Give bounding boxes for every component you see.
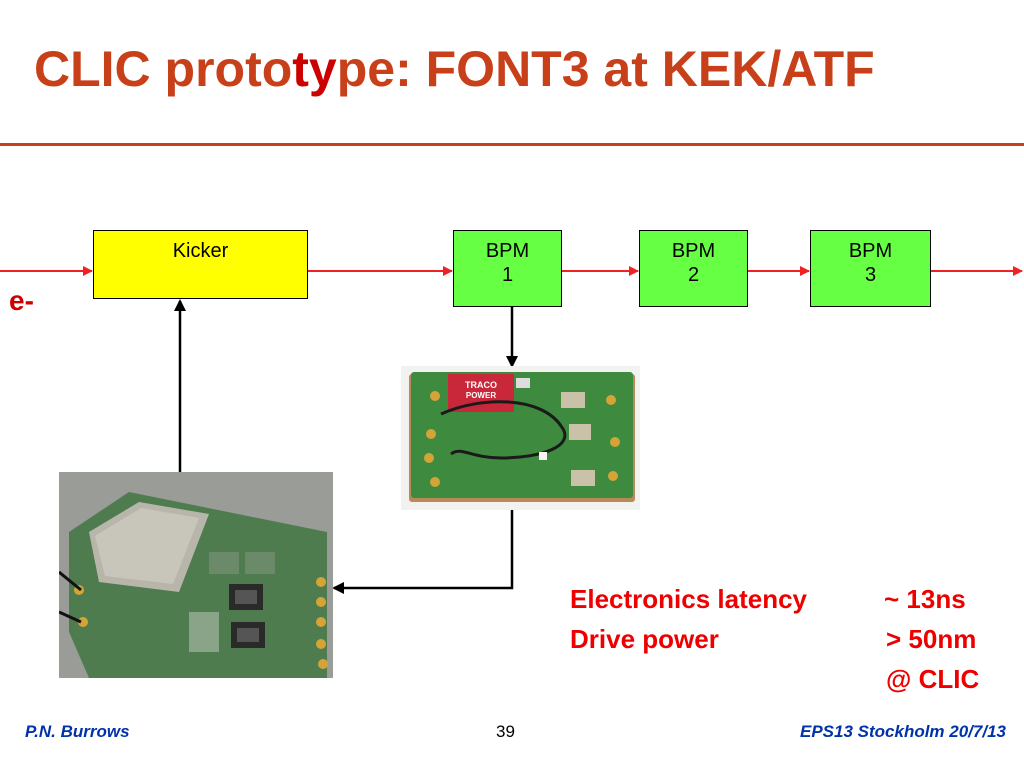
drive-power-value: > 50nm bbox=[886, 624, 977, 654]
title-suffix: pe: FONT3 at KEK/ATF bbox=[336, 41, 875, 97]
bpm2-number: 2 bbox=[687, 264, 700, 286]
board-brand-line1: TRACO bbox=[465, 380, 497, 390]
bpm-processor-board-photo: TRACO POWER bbox=[401, 366, 640, 510]
bpm1-box: BPM 1 bbox=[453, 230, 562, 307]
bpm2-label: BPM bbox=[671, 240, 716, 262]
latency-label: Electronics latency bbox=[570, 584, 807, 614]
footer-author: P.N. Burrows bbox=[25, 722, 130, 741]
slide-title: CLIC prototype: FONT3 at KEK/ATF bbox=[34, 40, 875, 98]
title-divider bbox=[0, 143, 1024, 146]
drive-power-label: Drive power bbox=[570, 624, 719, 654]
bpm2-box: BPM 2 bbox=[639, 230, 748, 307]
drive-power-location: @ CLIC bbox=[886, 664, 980, 694]
page-number: 39 bbox=[496, 722, 515, 741]
signal-line-board-feedback bbox=[332, 510, 514, 594]
feedback-processor-board-photo bbox=[59, 472, 333, 678]
board-brand-line2: POWER bbox=[466, 391, 496, 400]
footer-event: EPS13 Stockholm 20/7/13 bbox=[800, 722, 1006, 741]
title-prefix: CLIC proto bbox=[34, 41, 293, 97]
bpm1-label: BPM bbox=[485, 240, 530, 262]
latency-value: ~ 13ns bbox=[884, 584, 966, 614]
bpm3-box: BPM 3 bbox=[810, 230, 931, 307]
beam-label: e- bbox=[9, 285, 34, 316]
bpm3-label: BPM bbox=[848, 240, 893, 262]
kicker-label: Kicker bbox=[172, 240, 229, 262]
kicker-box: Kicker bbox=[93, 230, 308, 299]
title-highlight: ty bbox=[292, 41, 337, 97]
bpm3-number: 3 bbox=[864, 264, 877, 286]
bpm1-number: 1 bbox=[501, 264, 514, 286]
